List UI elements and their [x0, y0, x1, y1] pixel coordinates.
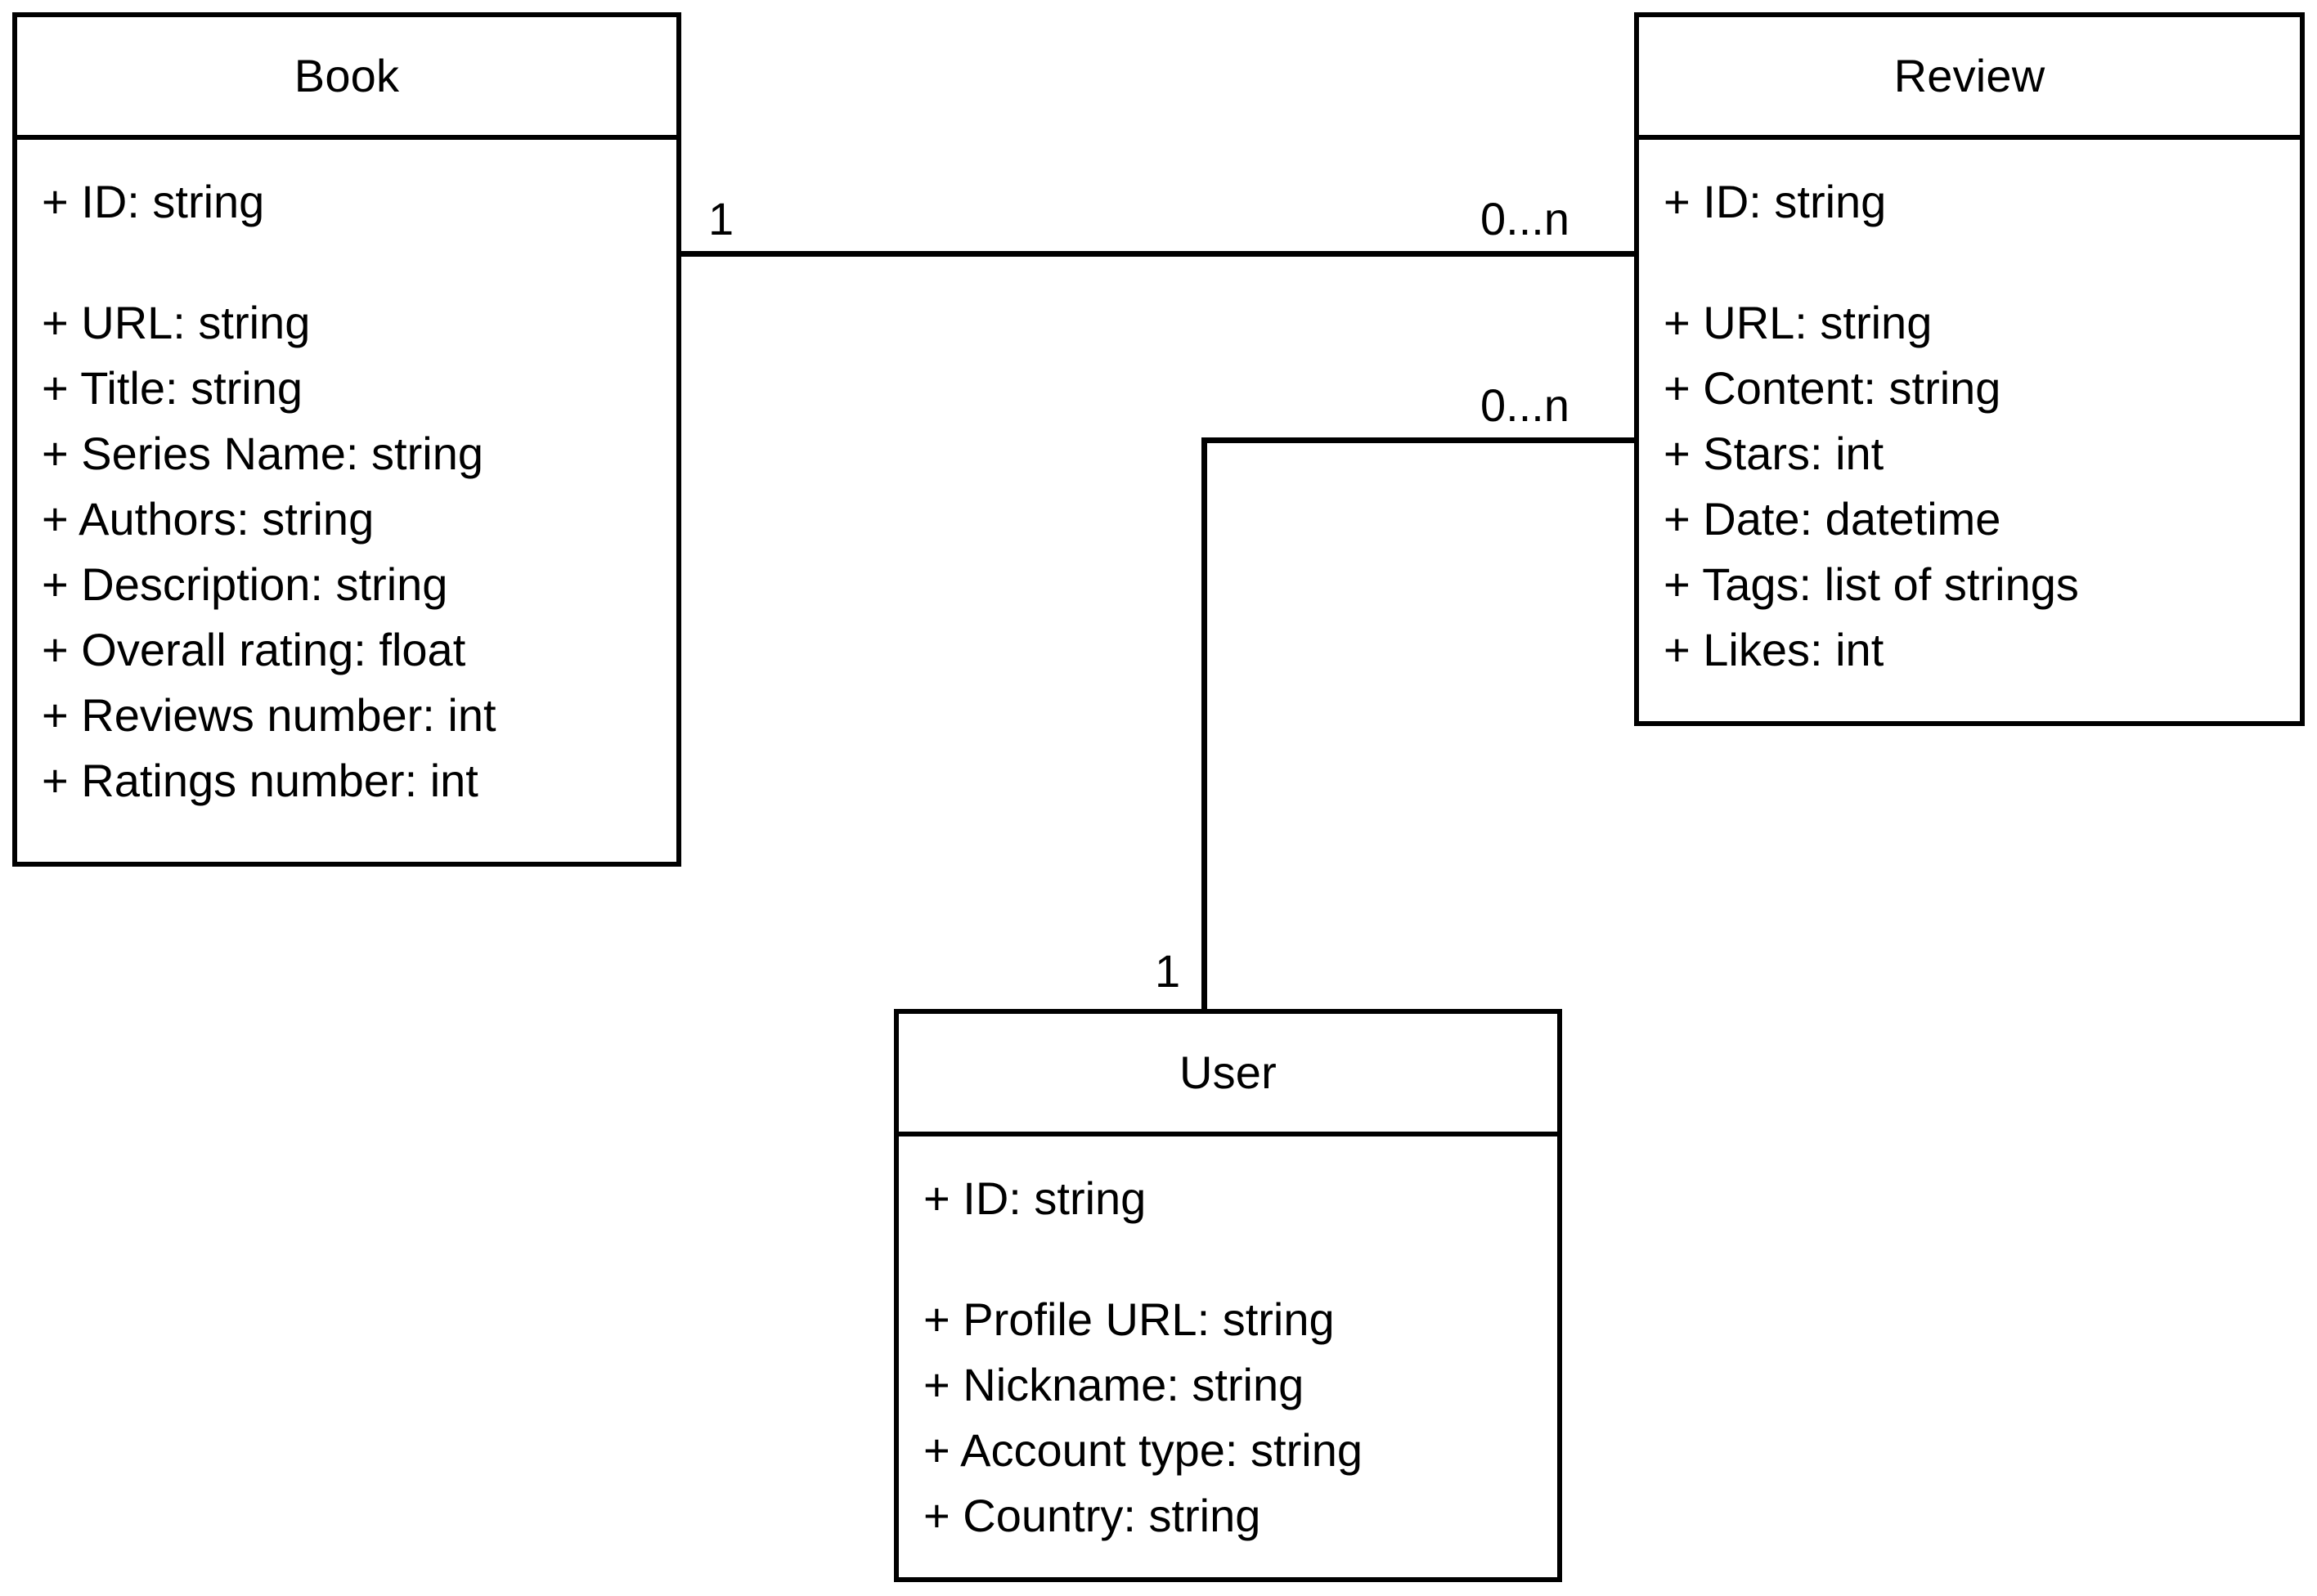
attribute-row: + Series Name: string — [42, 428, 483, 479]
class-box-user[interactable]: User + ID: string + Profile URL: string … — [894, 1009, 1562, 1582]
class-header-user: User — [899, 1014, 1557, 1136]
class-header-book: Book — [17, 17, 676, 140]
class-attributes-user: + ID: string + Profile URL: string + Nic… — [899, 1136, 1557, 1577]
attribute-row: + URL: string — [1664, 297, 1933, 348]
class-name-user: User — [1179, 1047, 1277, 1098]
attribute-row: + Content: string — [1664, 362, 2001, 414]
multiplicity-book-side: 1 — [708, 193, 734, 244]
association-line-user-review-vertical — [1201, 437, 1207, 1011]
association-line-user-review-horizontal — [1201, 437, 1636, 443]
multiplicity-user-side: 1 — [1155, 945, 1181, 997]
multiplicity-review-side-from-book: 0...n — [1480, 193, 1569, 244]
multiplicity-review-side-from-user: 0...n — [1480, 379, 1569, 431]
attribute-row: + ID: string — [923, 1172, 1147, 1224]
attribute-row: + Description: string — [42, 558, 448, 610]
association-line-book-review — [681, 251, 1636, 257]
attribute-row: + ID: string — [1664, 176, 1887, 227]
class-box-book[interactable]: Book + ID: string + URL: string + Title:… — [12, 12, 681, 867]
attribute-row: + Authors: string — [42, 493, 375, 545]
attribute-row: + Account type: string — [923, 1424, 1363, 1476]
attribute-row: + Ratings number: int — [42, 755, 478, 806]
attribute-row: + Title: string — [42, 362, 303, 414]
attribute-row: + URL: string — [42, 297, 311, 348]
attribute-row: + Country: string — [923, 1490, 1261, 1541]
class-attributes-book: + ID: string + URL: string + Title: stri… — [17, 140, 676, 862]
attribute-row: + Stars: int — [1664, 428, 1884, 479]
class-header-review: Review — [1639, 17, 2300, 140]
attribute-row: + Date: datetime — [1664, 493, 2001, 545]
attribute-row: + Overall rating: float — [42, 624, 466, 675]
attribute-row: + Likes: int — [1664, 624, 1884, 675]
class-name-review: Review — [1893, 50, 2045, 101]
attribute-row: + Reviews number: int — [42, 689, 496, 741]
attribute-row: + ID: string — [42, 176, 265, 227]
attribute-row: + Profile URL: string — [923, 1293, 1335, 1345]
attribute-row: + Nickname: string — [923, 1359, 1304, 1410]
class-box-review[interactable]: Review + ID: string + URL: string + Cont… — [1634, 12, 2305, 726]
class-attributes-review: + ID: string + URL: string + Content: st… — [1639, 140, 2300, 721]
class-name-book: Book — [294, 50, 400, 101]
attribute-row: + Tags: list of strings — [1664, 558, 2079, 610]
